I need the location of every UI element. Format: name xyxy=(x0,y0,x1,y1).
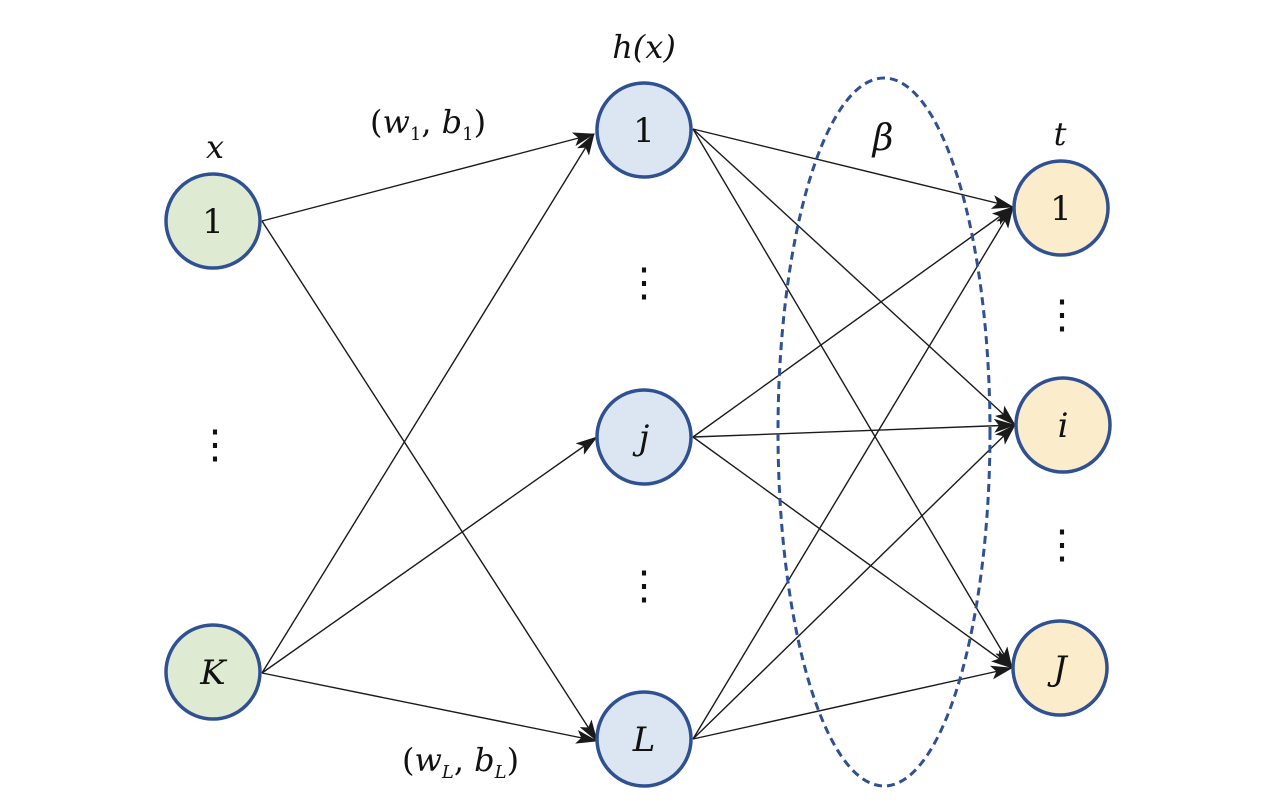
hidden-node-L-label: L xyxy=(632,720,656,760)
input-node-K xyxy=(164,623,262,721)
weight-label-top: (w1, b1) xyxy=(370,103,486,145)
edge-h1-tJ xyxy=(692,128,1013,669)
edge-hj-tJ xyxy=(692,436,1013,669)
beta-weights-ellipse xyxy=(776,76,992,788)
hidden-node-1-label: 1 xyxy=(633,111,655,151)
output-node-1-label: 1 xyxy=(1050,189,1072,229)
input-layer: 1 K xyxy=(164,172,262,721)
weight-bottom-w-sub: L xyxy=(441,762,454,783)
hidden-node-1 xyxy=(595,81,693,179)
weight-top-w: w xyxy=(382,103,409,141)
edge-hj-ti xyxy=(692,418,1016,438)
input-node-1-label: 1 xyxy=(202,202,224,242)
edge-hj-t1 xyxy=(692,206,1014,438)
hidden-node-L xyxy=(595,690,693,788)
edge-hL-tJ xyxy=(692,665,1013,740)
edge-x1-hL xyxy=(261,220,598,742)
hidden-output-edges xyxy=(692,128,1016,740)
edge-h1-t1 xyxy=(692,128,1014,209)
edge-xK-h1 xyxy=(261,133,595,674)
input-ellipsis: ⋮ xyxy=(195,422,235,468)
weight-bottom-w: w xyxy=(414,741,441,779)
hidden-ellipsis-top: ⋮ xyxy=(624,260,664,306)
edge-hL-ti xyxy=(692,424,1016,740)
weight-bottom-b-sub: L xyxy=(494,762,507,783)
edge-hL-t1 xyxy=(692,206,1014,740)
weight-top-b: b xyxy=(442,103,462,141)
edge-h1-ti xyxy=(692,128,1016,426)
input-layer-label: x xyxy=(206,128,224,166)
hidden-layer: 1 j L xyxy=(595,81,693,788)
edge-xK-hj xyxy=(261,436,598,674)
output-layer: 1 i J xyxy=(1011,159,1112,717)
output-node-J xyxy=(1011,619,1109,717)
output-node-J-label: J xyxy=(1047,649,1069,689)
ellipsis-marks: ⋮ ⋮ ⋮ ⋮ ⋮ xyxy=(195,260,1082,609)
input-node-1 xyxy=(164,172,262,270)
edge-x1-h1 xyxy=(261,132,595,222)
hidden-layer-label: h(x) xyxy=(612,28,676,66)
output-node-i xyxy=(1014,376,1112,474)
hidden-node-j xyxy=(595,388,693,486)
beta-label: β xyxy=(871,118,894,159)
weight-bottom-b: b xyxy=(474,741,494,779)
edge-xK-hL xyxy=(261,672,598,744)
weight-top-w-sub: 1 xyxy=(410,124,421,145)
output-node-1 xyxy=(1012,159,1110,257)
output-node-i-label: i xyxy=(1058,406,1069,446)
output-ellipsis-bottom: ⋮ xyxy=(1042,522,1082,568)
input-node-K-label: K xyxy=(199,653,228,693)
output-ellipsis-top: ⋮ xyxy=(1042,292,1082,338)
output-layer-label: t xyxy=(1054,115,1067,153)
weight-label-bottom: (wL, bL) xyxy=(402,741,519,783)
weight-top-b-sub: 1 xyxy=(462,124,473,145)
input-hidden-edges xyxy=(261,132,598,744)
hidden-ellipsis-bottom: ⋮ xyxy=(624,563,664,609)
